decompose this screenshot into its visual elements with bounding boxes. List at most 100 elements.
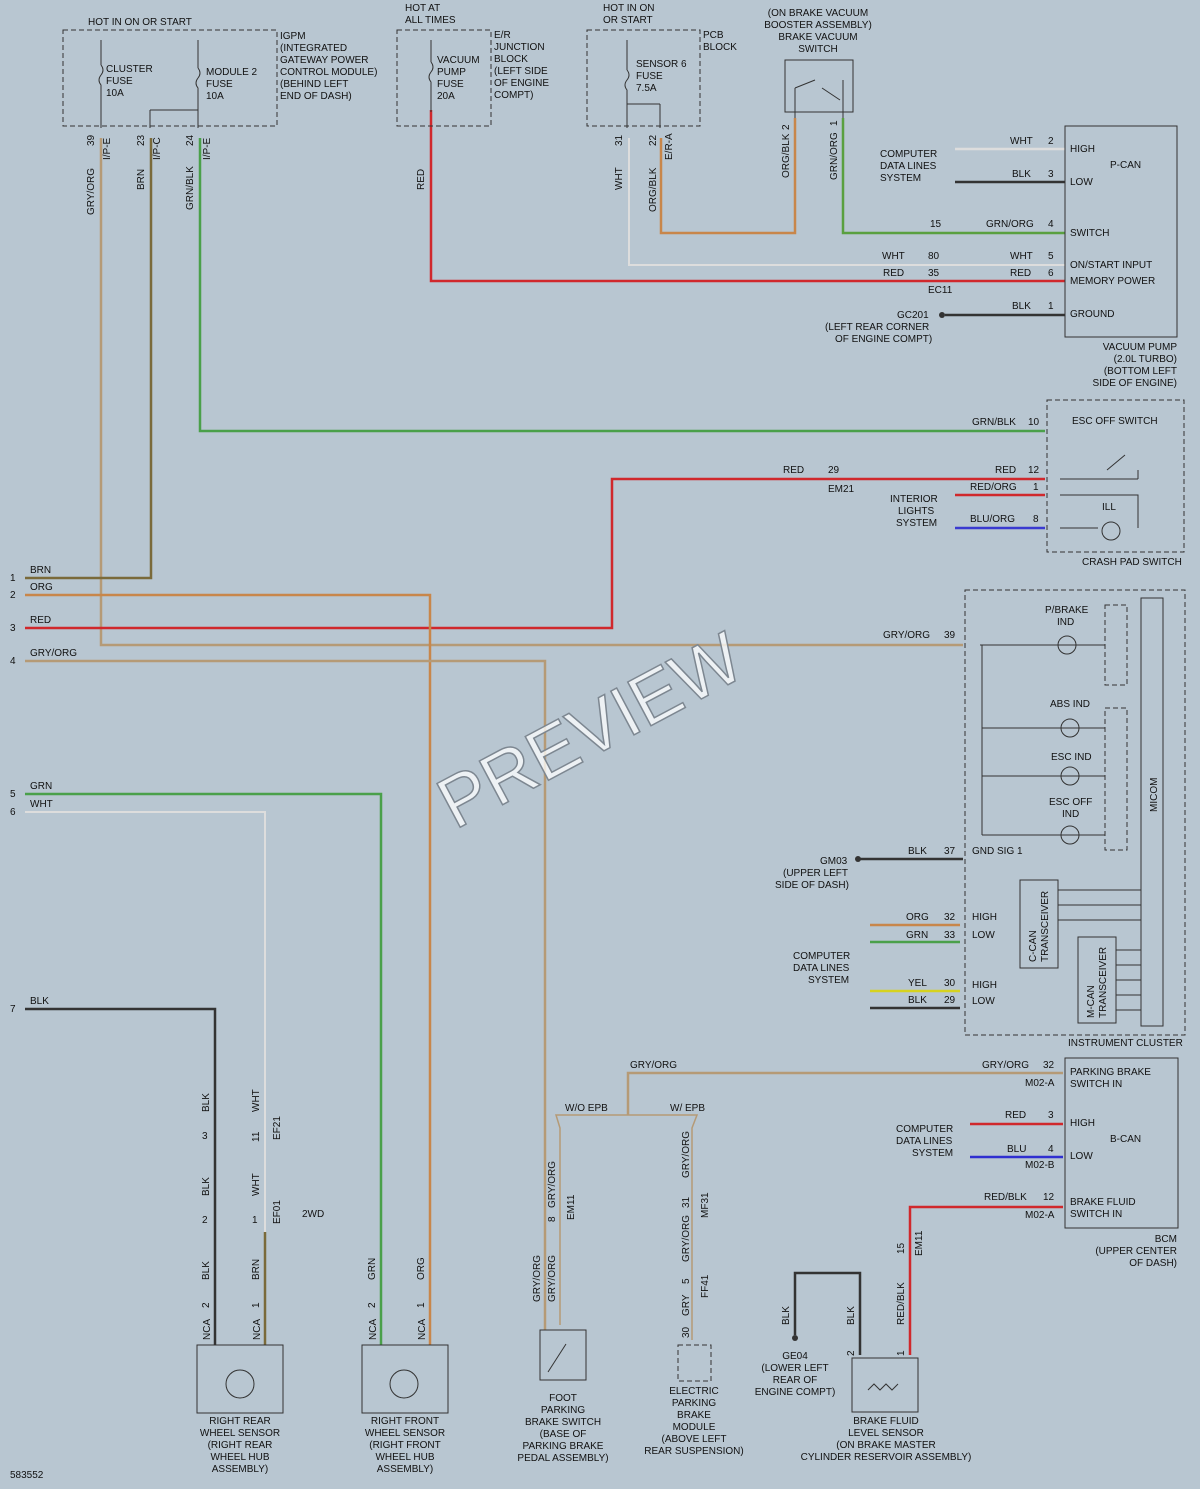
pcan-cdl-2: SYSTEM: [880, 173, 921, 184]
wire-label-org-blk-vs2: ORG/BLK: [781, 133, 792, 178]
m-can-label-0: M-CAN: [1086, 985, 1097, 1018]
foot-brake-label-2: BRAKE SWITCH: [525, 1417, 601, 1428]
ge04-label-2: REAR OF: [773, 1375, 817, 1386]
left-wire-num-7: 7: [10, 1004, 16, 1015]
instrument-cluster-label: INSTRUMENT CLUSTER: [1068, 1038, 1183, 1049]
esc-off-ind-label-1: IND: [1062, 809, 1079, 820]
wire-label-gry-org-39: GRY/ORG: [86, 168, 97, 215]
connector-mf31: MF31: [700, 1192, 711, 1218]
sensor6-fuse-symbol: [624, 40, 661, 128]
wire-gry-org-cluster-39: [99, 138, 963, 647]
wire-wht-on-start: [628, 138, 1065, 266]
pin-cluster-32: 32: [944, 912, 956, 923]
pin-39: 39: [86, 134, 97, 146]
connector-ff41: FF41: [700, 1274, 711, 1298]
interior-lights-2: SYSTEM: [896, 518, 937, 529]
wo-epb-label: W/O EPB: [565, 1103, 608, 1114]
er-block-label-5: COMPT): [494, 90, 533, 101]
bcm-cdl-1: DATA LINES: [896, 1136, 953, 1147]
vacuum-switch-box: [784, 59, 854, 113]
pin-epb-30: 30: [681, 1326, 692, 1338]
bf-sensor-label-2: (ON BRAKE MASTER: [836, 1440, 935, 1451]
rr-sensor-label-3: WHEEL HUB: [210, 1452, 269, 1463]
cluster-cdl-1: DATA LINES: [793, 963, 850, 974]
igpm-label-2: GATEWAY POWER: [280, 55, 369, 66]
ge04-ground-icon: [792, 1335, 798, 1341]
pin-rr-1: 1: [251, 1302, 262, 1308]
wire-red-blk-brake-fluid: [908, 1205, 1063, 1355]
transceiver-bus: [1058, 889, 1141, 1011]
wire-label-red-blk-bf: RED/BLK: [896, 1282, 907, 1325]
vacuum-switch-label-1: BOOSTER ASSEMBLY): [764, 20, 872, 31]
module2-fuse-label-1: FUSE: [206, 79, 233, 90]
wire-label-grn-rf: GRN: [367, 1258, 378, 1280]
vacuum-fuse-label-0: VACUUM: [437, 55, 480, 66]
pin-vs-1: 1: [829, 120, 840, 126]
sensor6-fuse-label-1: FUSE: [636, 71, 663, 82]
epb-module-box: [677, 1344, 712, 1382]
vacuum-switch-label-2: BRAKE VACUUM: [778, 32, 857, 43]
er-power-label-1: ALL TIMES: [405, 15, 456, 26]
left-wire-num-3: 3: [10, 623, 16, 634]
vacuum-fuse-label-2: FUSE: [437, 79, 464, 90]
vacuum-pump-label-1: (2.0L TURBO): [1114, 354, 1177, 365]
crash-pad-switch-label: CRASH PAD SWITCH: [1082, 557, 1182, 568]
gc201-label-0: GC201: [897, 310, 929, 321]
bcm-cdl-0: COMPUTER: [896, 1124, 953, 1135]
foot-brake-label-0: FOOT: [549, 1393, 577, 1404]
wire-red-esc-12: [25, 477, 1045, 630]
micom-label: MICOM: [1149, 778, 1160, 812]
ill-led-icon: [1101, 521, 1121, 541]
wire-label-blk-rr-bot: BLK: [201, 1261, 212, 1280]
wire-label-blk-rr-top: BLK: [201, 1093, 212, 1112]
rr-sensor-box: [196, 1344, 284, 1414]
vacuum-fuse-symbol: [428, 40, 434, 112]
foot-brake-switch-box: [539, 1329, 587, 1381]
wire-org-rf-sensor: [25, 593, 432, 1305]
er-block-label-0: E/R: [494, 30, 511, 41]
vacuum-pump-label-2: (BOTTOM LEFT: [1104, 366, 1177, 377]
igpm-label-1: (INTEGRATED: [280, 43, 347, 54]
abs-ind-label: ABS IND: [1050, 699, 1090, 710]
left-wire-label-4: GRY/ORG: [30, 648, 77, 659]
wire-label-gry-org-foot-a: GRY/ORG: [532, 1255, 543, 1302]
wire-label-grn-blk-24: GRN/BLK: [185, 166, 196, 210]
pin-ef21-11: 11: [251, 1131, 262, 1142]
wire-label-red-esc-12: RED: [995, 465, 1016, 476]
wire-label-blu-bcan: BLU: [1007, 1144, 1026, 1155]
wire-label-blk-ge04: BLK: [781, 1306, 792, 1325]
wire-label-red-35: RED: [883, 268, 904, 279]
pin-bcm-4: 4: [1048, 1144, 1054, 1155]
module2-fuse-symbol: [149, 40, 201, 128]
left-wire-label-6: WHT: [30, 799, 53, 810]
wire-grn-org-switch: [841, 118, 1065, 235]
vacuum-switch-label-0: (ON BRAKE VACUUM: [768, 8, 868, 19]
wire-label-blu-org: BLU/ORG: [970, 514, 1015, 525]
pin-cluster-33: 33: [944, 930, 956, 941]
pbrake-ind-label-1: IND: [1057, 617, 1074, 628]
wire-label-gry-org-pb: GRY/ORG: [630, 1060, 677, 1071]
pin-15: 15: [930, 219, 942, 230]
pin-pump-4: 4: [1048, 219, 1054, 230]
foot-brake-label-5: PEDAL ASSEMBLY): [517, 1453, 608, 1464]
pin-em11-8: 8: [547, 1216, 558, 1222]
bf-sensor-label-1: LEVEL SENSOR: [848, 1428, 924, 1439]
epb-label-3: MODULE: [673, 1422, 716, 1433]
bf-switch-in-1: SWITCH IN: [1070, 1209, 1122, 1220]
wire-label-red-em21: RED: [783, 465, 804, 476]
rf-sensor-label-3: WHEEL HUB: [375, 1452, 434, 1463]
left-wire-label-5: GRN: [30, 781, 52, 792]
igpm-label-4: (BEHIND LEFT: [280, 79, 348, 90]
bf-switch-in-0: BRAKE FLUID: [1070, 1197, 1136, 1208]
pin-bcm-32: 32: [1043, 1060, 1055, 1071]
pump-pin-memory-power: MEMORY POWER: [1070, 276, 1155, 287]
module2-fuse-label-2: 10A: [206, 91, 224, 102]
rf-sensor-label-2: (RIGHT FRONT: [369, 1440, 440, 1451]
pump-pin-on-start: ON/START INPUT: [1070, 260, 1152, 271]
pcb-power-label-0: HOT IN ON: [603, 3, 654, 14]
instrument-cluster-box: [964, 589, 1186, 1036]
brake-fluid-sensor-box: [851, 1357, 919, 1413]
connector-ec11: EC11: [928, 285, 953, 296]
cluster-fuse-label-2: 10A: [106, 88, 124, 99]
vacuum-fuse-label-1: PUMP: [437, 67, 466, 78]
